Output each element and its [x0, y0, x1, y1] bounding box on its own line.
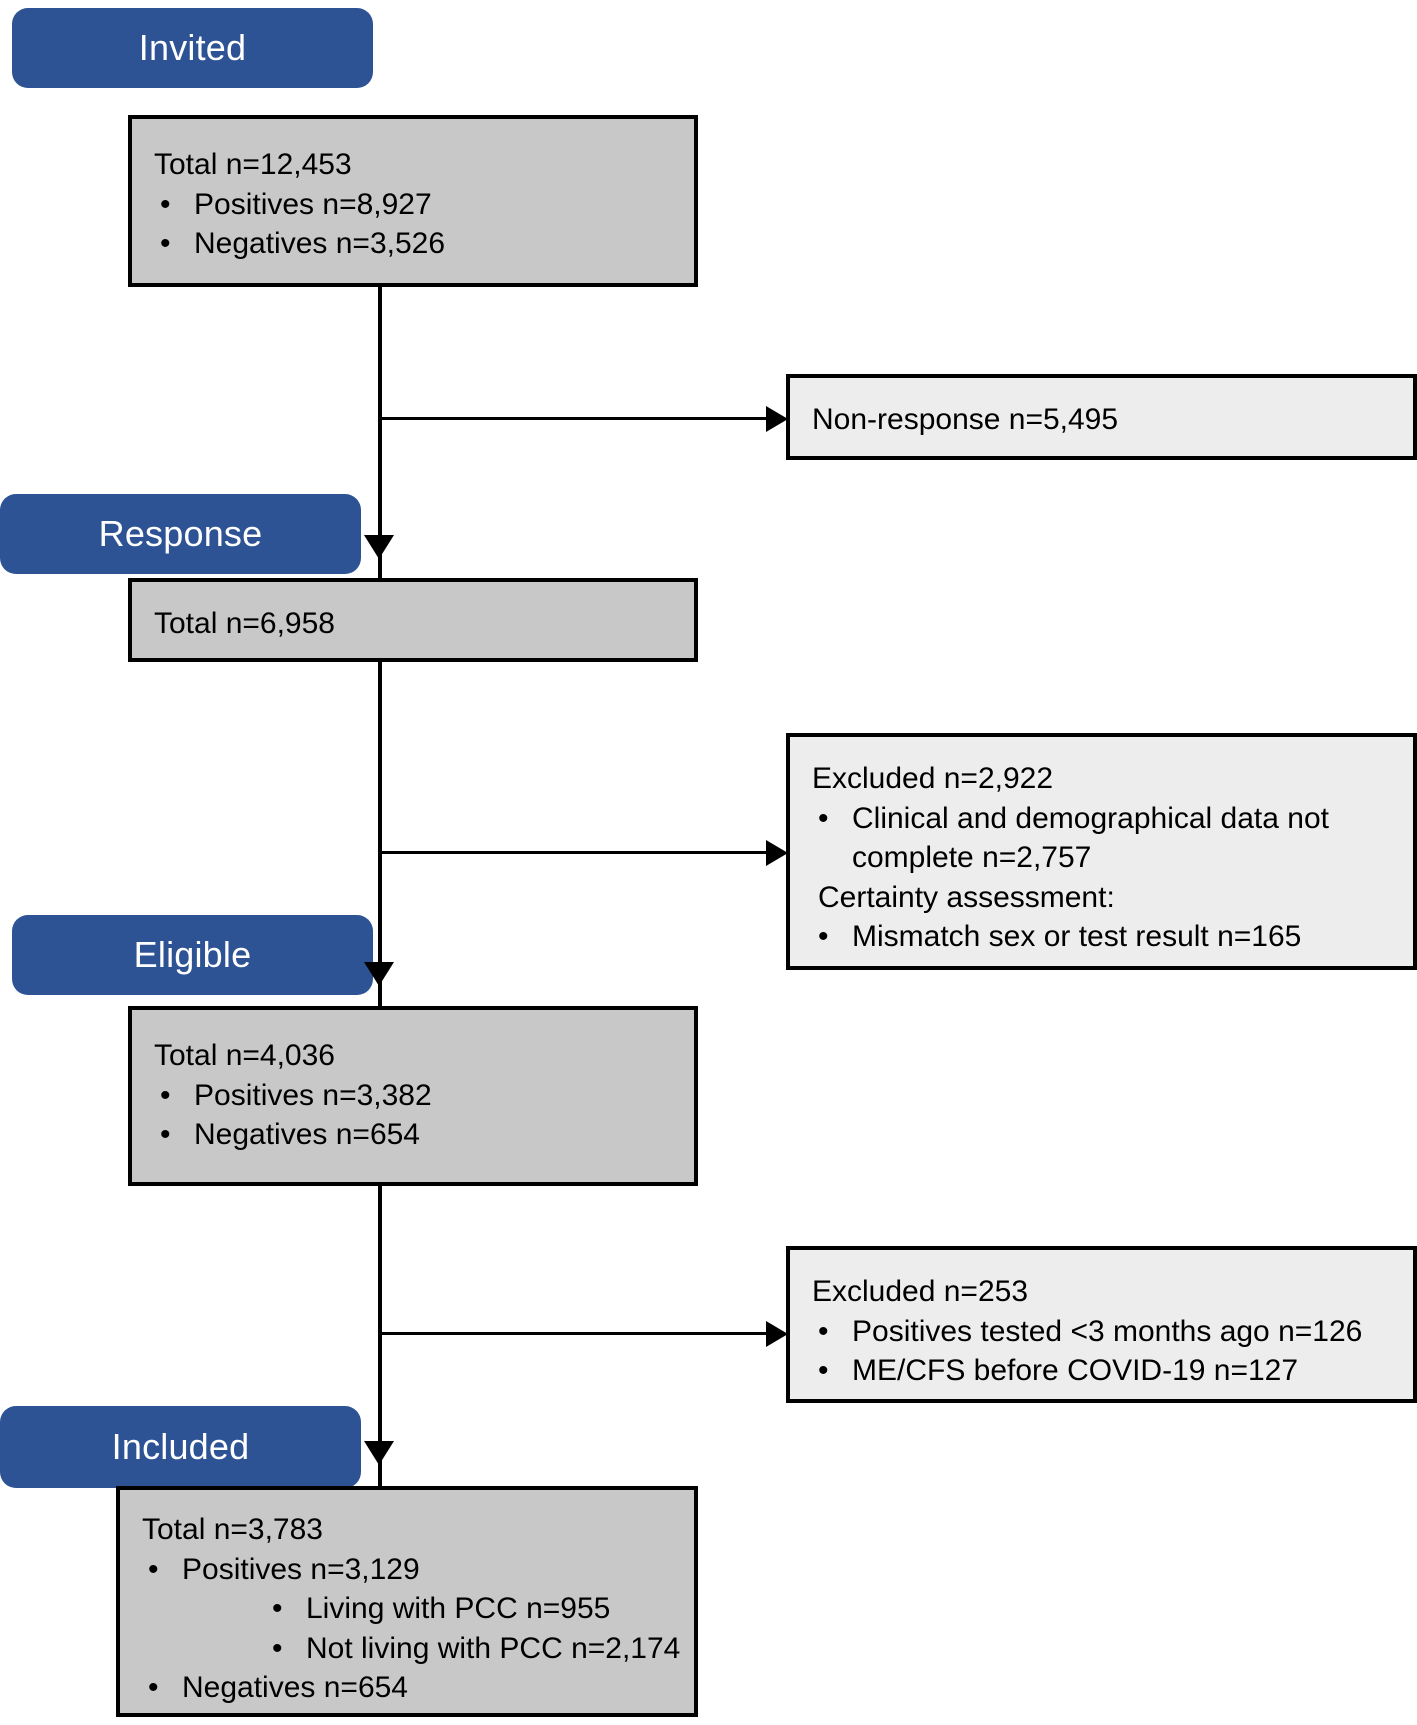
- excluded-1-subheading: Certainty assessment:: [818, 880, 1115, 914]
- bullet-icon: •: [148, 1671, 159, 1705]
- bullet-icon: •: [160, 187, 171, 221]
- bullet-icon: •: [272, 1631, 283, 1665]
- included-subbullet-living-pcc: • Living with PCC n=955: [142, 1589, 694, 1629]
- arrow-right-excluded-1: [766, 840, 788, 866]
- connector-to-non-response: [378, 417, 782, 420]
- box-non-response: Non-response n=5,495: [786, 374, 1417, 460]
- included-total-title: Total n=3,783: [142, 1513, 323, 1546]
- excluded-1-bullet-2-text: Mismatch sex or test result n=165: [852, 920, 1302, 954]
- connector-to-excluded-1: [378, 851, 782, 854]
- bullet-icon: •: [160, 1118, 171, 1152]
- response-total-title: Total n=6,958: [154, 607, 335, 640]
- stage-pill-included: Included: [0, 1406, 361, 1488]
- bullet-icon: •: [818, 1354, 829, 1388]
- bullet-icon: •: [160, 1078, 171, 1112]
- stage-label-response: Response: [98, 513, 263, 554]
- invited-bullet-positives: • Positives n=8,927: [154, 185, 694, 225]
- stage-pill-eligible: Eligible: [12, 915, 373, 995]
- eligible-bullet-positives-text: Positives n=3,382: [194, 1078, 432, 1112]
- invited-total-title: Total n=12,453: [154, 148, 352, 181]
- included-subbullet-not-living-pcc-text: Not living with PCC n=2,174: [306, 1631, 681, 1665]
- box-invited-total: Total n=12,453 • Positives n=8,927 • Neg…: [128, 115, 698, 287]
- arrow-down-to-response: [364, 535, 394, 559]
- bullet-icon: •: [148, 1552, 159, 1586]
- box-excluded-1: Excluded n=2,922 • Clinical and demograp…: [786, 733, 1417, 970]
- excluded-1-bullet-1: • Clinical and demographical data not co…: [812, 799, 1413, 878]
- included-subbullet-not-living-pcc: • Not living with PCC n=2,174: [142, 1629, 694, 1669]
- stage-label-included: Included: [111, 1426, 250, 1467]
- bullet-icon: •: [272, 1592, 283, 1626]
- bullet-icon: •: [818, 1314, 829, 1348]
- eligible-bullet-negatives-text: Negatives n=654: [194, 1118, 420, 1152]
- arrow-down-to-included: [364, 1441, 394, 1465]
- excluded-1-bullet-2: • Mismatch sex or test result n=165: [812, 917, 1413, 957]
- non-response-title: Non-response n=5,495: [812, 403, 1119, 436]
- bullet-icon: •: [818, 801, 829, 835]
- eligible-total-title: Total n=4,036: [154, 1039, 335, 1072]
- invited-bullet-negatives: • Negatives n=3,526: [154, 224, 694, 264]
- box-included-total: Total n=3,783 • Positives n=3,129 • Livi…: [116, 1486, 698, 1717]
- box-eligible-total: Total n=4,036 • Positives n=3,382 • Nega…: [128, 1006, 698, 1186]
- included-bullet-positives: • Positives n=3,129: [142, 1550, 694, 1590]
- connector-response-to-eligible: [378, 662, 382, 1006]
- box-response-total: Total n=6,958: [128, 578, 698, 662]
- excluded-1-title: Excluded n=2,922: [812, 762, 1054, 795]
- connector-invited-to-response: [378, 287, 382, 578]
- invited-bullet-negatives-text: Negatives n=3,526: [194, 227, 446, 261]
- excluded-2-bullet-1-text: Positives tested <3 months ago n=126: [852, 1314, 1363, 1348]
- bullet-icon: •: [818, 920, 829, 954]
- excluded-2-bullet-2: • ME/CFS before COVID-19 n=127: [812, 1351, 1413, 1391]
- included-bullet-negatives-text: Negatives n=654: [182, 1671, 408, 1705]
- connector-eligible-to-included: [378, 1186, 382, 1486]
- excluded-2-bullet-1: • Positives tested <3 months ago n=126: [812, 1312, 1413, 1352]
- included-bullet-positives-text: Positives n=3,129: [182, 1552, 420, 1586]
- stage-label-eligible: Eligible: [133, 934, 252, 975]
- eligible-bullet-positives: • Positives n=3,382: [154, 1076, 694, 1116]
- arrow-right-non-response: [766, 406, 788, 432]
- stage-pill-response: Response: [0, 494, 361, 574]
- bullet-icon: •: [160, 227, 171, 261]
- excluded-1-bullet-1-text: Clinical and demographical data not comp…: [852, 801, 1329, 875]
- eligible-bullet-negatives: • Negatives n=654: [154, 1115, 694, 1155]
- excluded-2-bullet-2-text: ME/CFS before COVID-19 n=127: [852, 1354, 1299, 1388]
- invited-bullet-positives-text: Positives n=8,927: [194, 187, 432, 221]
- stage-pill-invited: Invited: [12, 8, 373, 88]
- box-excluded-2: Excluded n=253 • Positives tested <3 mon…: [786, 1246, 1417, 1403]
- arrow-right-excluded-2: [766, 1321, 788, 1347]
- included-subbullet-living-pcc-text: Living with PCC n=955: [306, 1592, 611, 1626]
- stage-label-invited: Invited: [138, 27, 247, 68]
- excluded-2-title: Excluded n=253: [812, 1275, 1029, 1308]
- arrow-down-to-eligible: [364, 962, 394, 986]
- connector-to-excluded-2: [378, 1332, 782, 1335]
- included-bullet-negatives: • Negatives n=654: [142, 1668, 694, 1708]
